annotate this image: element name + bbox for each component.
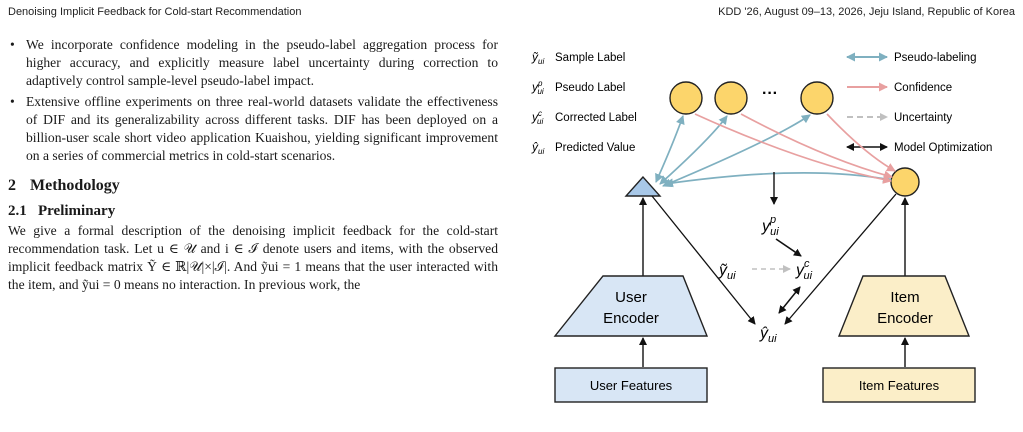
subsection-number: 2.1 bbox=[8, 202, 27, 219]
user-features-block bbox=[554, 367, 708, 403]
legend-label-confidence: Confidence bbox=[894, 82, 952, 94]
preliminary-paragraph: We give a formal description of the deno… bbox=[8, 222, 498, 293]
running-header-title: Denoising Implicit Feedback for Cold-sta… bbox=[8, 6, 302, 18]
confidence-arrows bbox=[694, 113, 896, 184]
legend-label-predicted: Predicted Value bbox=[555, 142, 635, 154]
item-features-label: Item Features bbox=[859, 378, 940, 393]
list-item: •We incorporate confidence modeling in t… bbox=[10, 37, 498, 89]
user-encoder-line-2: Encoder bbox=[603, 310, 659, 327]
bullet-text-1: We incorporate confidence modeling in th… bbox=[26, 37, 498, 89]
legend-label-model-optimization: Model Optimization bbox=[894, 142, 992, 154]
confidence-arrow-1 bbox=[694, 113, 892, 184]
legend-label-uncertainty: Uncertainty bbox=[894, 112, 952, 124]
optimization-arrow bbox=[778, 286, 801, 314]
item-features-block bbox=[822, 367, 976, 403]
confidence-arrow-3 bbox=[826, 113, 896, 172]
legend-label-sample: Sample Label bbox=[555, 52, 625, 64]
arrow-to-corrected-label bbox=[775, 238, 802, 257]
item-encoder-block bbox=[837, 275, 971, 337]
arrow-legend: Pseudo-labeling Confidence Uncertainty M… bbox=[846, 52, 992, 154]
item-tower-output-circle bbox=[890, 167, 920, 197]
pseudo-arrow-1 bbox=[655, 115, 685, 183]
list-item: •Extensive offline experiments on three … bbox=[10, 93, 498, 164]
running-header-venue: KDD '26, August 09–13, 2026, Jeju Island… bbox=[718, 6, 1015, 18]
text-column: •We incorporate confidence modeling in t… bbox=[8, 36, 498, 295]
legend-label-pseudo-labeling: Pseudo-labeling bbox=[894, 52, 976, 64]
pseudo-labeler-circle-1 bbox=[669, 81, 703, 115]
section-heading: 2 Methodology bbox=[8, 177, 498, 195]
pseudo-arrow-item bbox=[664, 172, 892, 188]
user-encoder-line-1: User bbox=[615, 289, 647, 306]
contribution-list: •We incorporate confidence modeling in t… bbox=[8, 36, 498, 165]
legend-symbol-sample: ỹui bbox=[531, 50, 544, 66]
item-tower-to-prediction-arrow bbox=[784, 193, 897, 325]
item-encoder-line-1: Item bbox=[890, 289, 919, 306]
bullet-text-2: Extensive offline experiments on three r… bbox=[26, 93, 498, 164]
subsection-title: Preliminary bbox=[38, 202, 116, 219]
subsection-heading: 2.1 Preliminary bbox=[8, 202, 498, 220]
pseudo-labeler-circle-3 bbox=[800, 81, 834, 115]
legend-label-corrected: Corrected Label bbox=[555, 112, 637, 124]
section-title: Methodology bbox=[30, 177, 120, 195]
confidence-arrow-2 bbox=[740, 113, 893, 180]
item-encoder-line-2: Encoder bbox=[877, 310, 933, 327]
user-features-label: User Features bbox=[590, 378, 673, 393]
user-encoder-block bbox=[553, 275, 709, 337]
legend-label-pseudo: Pseudo Label bbox=[555, 82, 625, 94]
ellipsis: ··· bbox=[762, 85, 778, 102]
sample-label-symbol: ỹui bbox=[718, 262, 736, 282]
legend-symbol-predicted: ŷui bbox=[531, 140, 544, 156]
user-tower-output-triangle bbox=[624, 175, 662, 197]
section-number: 2 bbox=[8, 177, 16, 195]
user-tower-to-prediction-arrow bbox=[651, 195, 756, 325]
pseudo-labeler-circle-2 bbox=[714, 81, 748, 115]
predicted-value-symbol: ŷui bbox=[759, 325, 777, 345]
